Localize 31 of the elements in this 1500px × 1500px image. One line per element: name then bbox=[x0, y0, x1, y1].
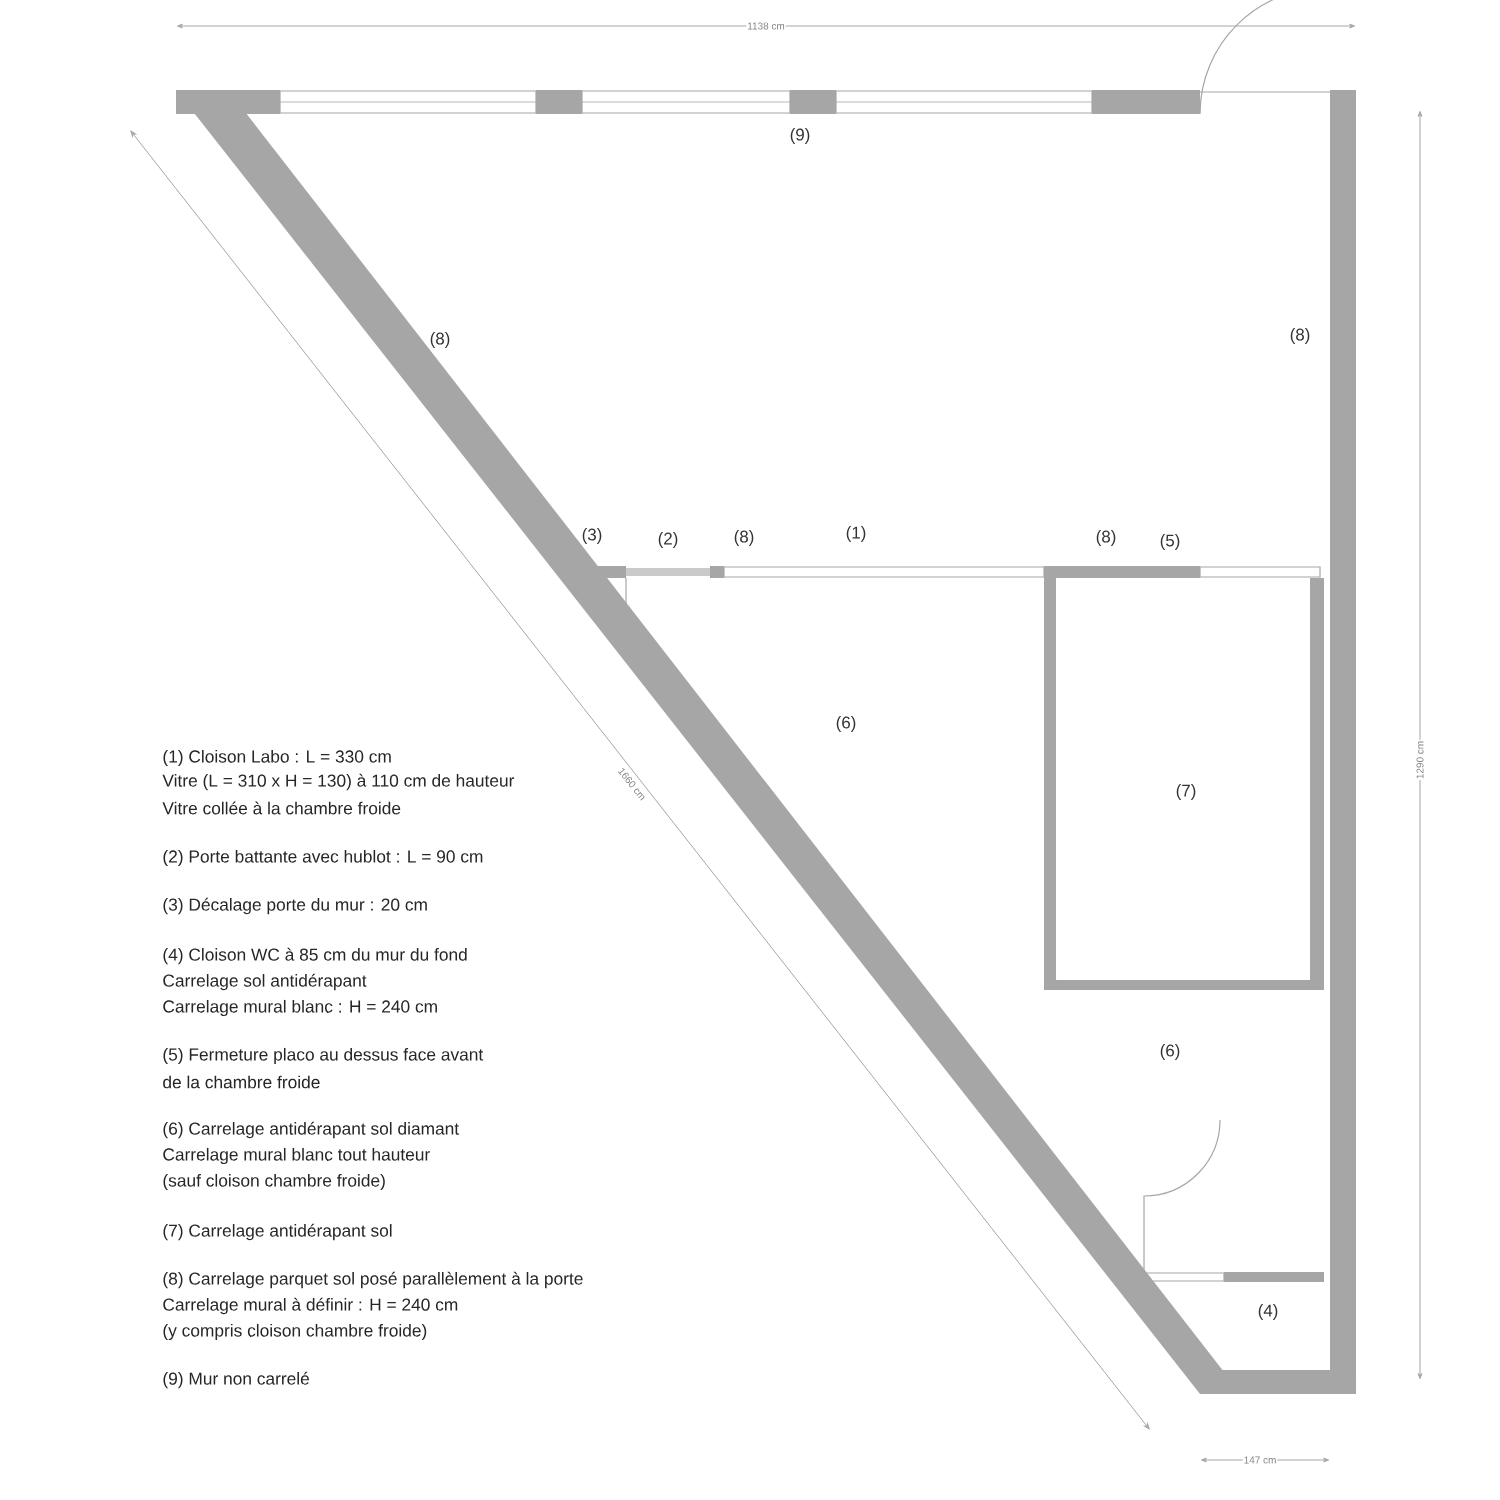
room-number: (1) bbox=[846, 526, 866, 542]
note-text: Vitre (L = 310 x H = 130) à 110 cm de hauteur bbox=[162, 773, 515, 791]
room-number: (6) bbox=[836, 716, 856, 732]
note-text: Carrelage sol antidérapant bbox=[163, 973, 367, 991]
room-number: (8) bbox=[1290, 328, 1310, 344]
room-number: (8) bbox=[734, 530, 754, 546]
room-number: (7) bbox=[1176, 784, 1196, 800]
note-text: (2) Porte battante avec hublot : L = 90 cm bbox=[163, 849, 483, 867]
note-text: (y compris cloison chambre froide) bbox=[163, 1323, 427, 1341]
note-text: (1) Cloison Labo : L = 330 cm bbox=[163, 749, 391, 767]
note-text: Carrelage mural blanc tout hauteur bbox=[163, 1147, 430, 1165]
room-number: (3) bbox=[582, 528, 602, 544]
note-text: Carrelage mural blanc : H = 240 cm bbox=[163, 999, 437, 1017]
room-number: (8) bbox=[1096, 530, 1116, 546]
note-text: (3) Décalage porte du mur : 20 cm bbox=[163, 897, 427, 915]
room-number: (2) bbox=[658, 532, 678, 548]
note-text: (4) Cloison WC à 85 cm du mur du fond bbox=[163, 947, 467, 965]
note-text: (9) Mur non carrelé bbox=[163, 1371, 309, 1389]
note-text: (7) Carrelage antidérapant sol bbox=[163, 1223, 392, 1241]
note-text: (8) Carrelage parquet sol posé parallèlement à la porte bbox=[163, 1271, 583, 1289]
room-number: (8) bbox=[430, 332, 450, 348]
room-number: (6) bbox=[1160, 1044, 1180, 1060]
note-text: (5) Fermeture placo au dessus face avant bbox=[163, 1047, 484, 1065]
room-number: (4) bbox=[1258, 1304, 1278, 1320]
note-text: (sauf cloison chambre froide) bbox=[163, 1173, 385, 1191]
room-number: (9) bbox=[790, 128, 810, 144]
note-text: Carrelage mural à définir : H = 240 cm bbox=[163, 1297, 458, 1315]
note-text: (6) Carrelage antidérapant sol diamant bbox=[163, 1121, 459, 1139]
note-text: Vitre collée à la chambre froide bbox=[162, 801, 401, 815]
room-number: (5) bbox=[1160, 534, 1180, 550]
note-text: de la chambre froide bbox=[163, 1075, 320, 1089]
